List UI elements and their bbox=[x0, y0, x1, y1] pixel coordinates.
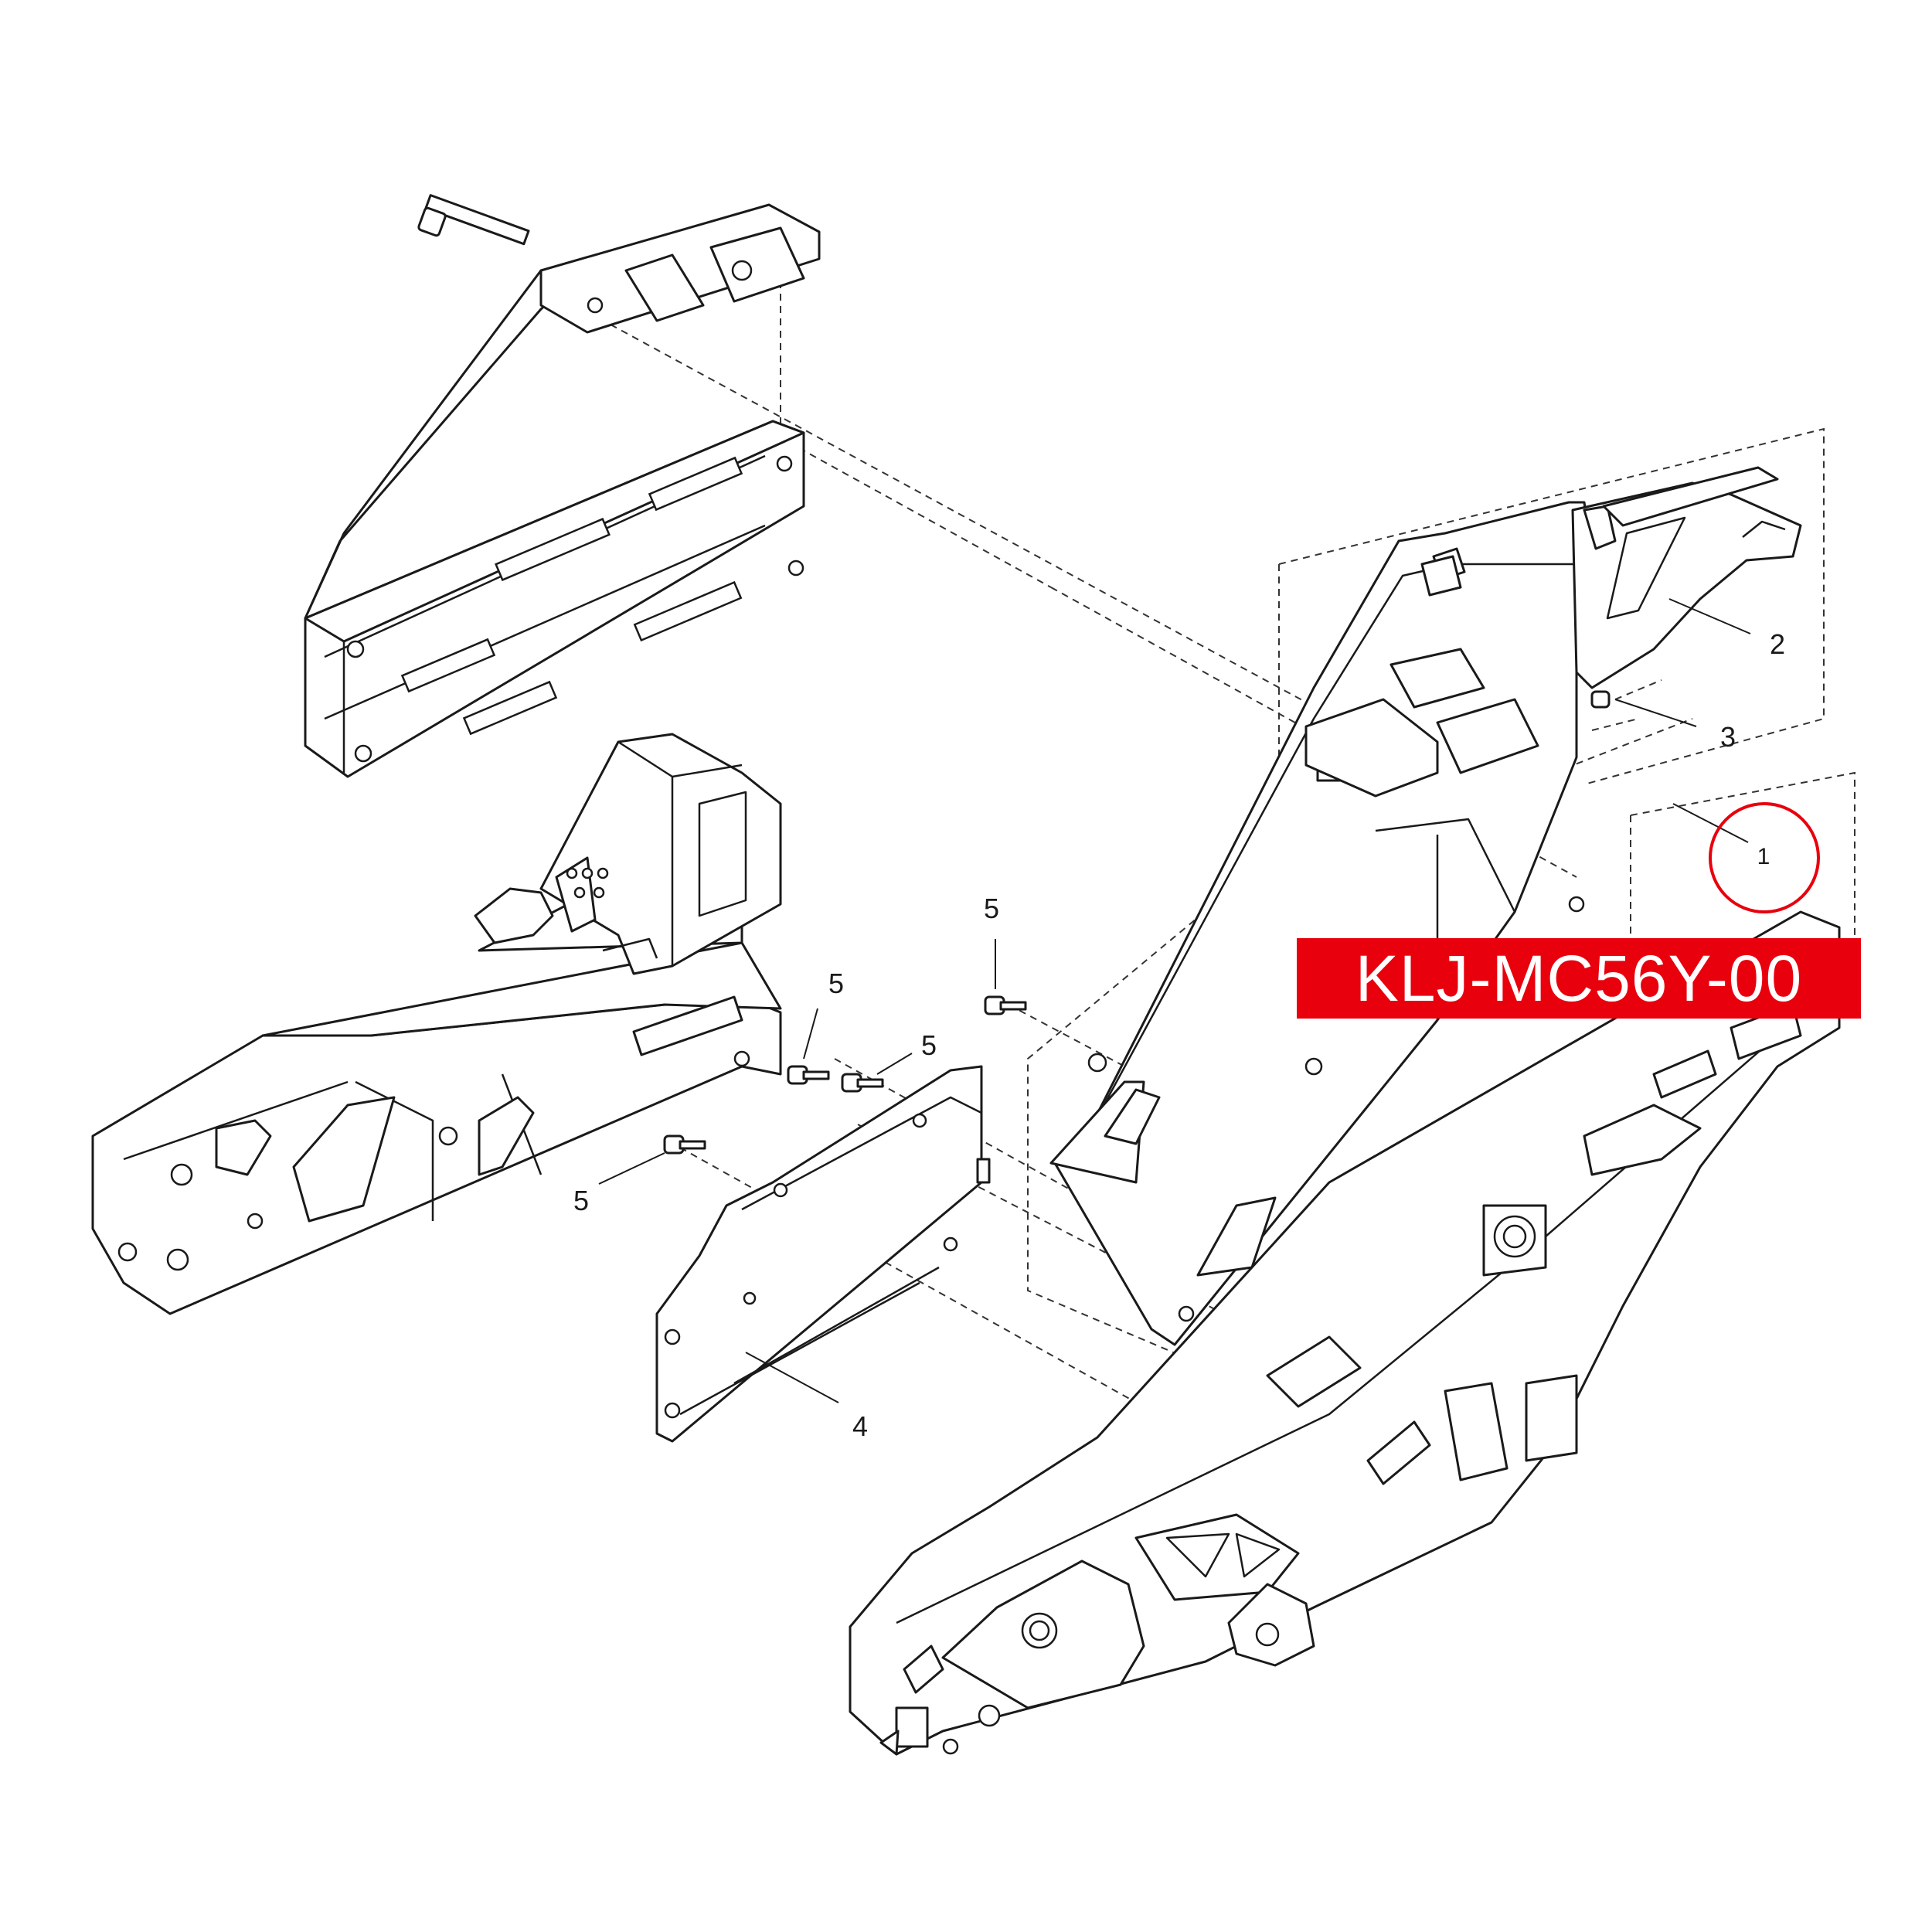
callout-5-mid: 5 bbox=[828, 968, 844, 999]
callout-5-right: 5 bbox=[921, 1029, 937, 1061]
left-body bbox=[91, 733, 782, 1315]
callout-1: 1 bbox=[1757, 844, 1770, 869]
part-number-badge: KLJ-MC56Y-00 bbox=[1297, 938, 1861, 1019]
callout-2: 2 bbox=[1770, 628, 1785, 660]
cover-plate bbox=[655, 1065, 991, 1443]
highlight-circle bbox=[1709, 802, 1820, 913]
top-bracket bbox=[304, 194, 821, 778]
leader-lines bbox=[598, 598, 1751, 1403]
callout-5-left: 5 bbox=[573, 1185, 589, 1216]
callout-5-top: 5 bbox=[984, 893, 999, 924]
callout-3: 3 bbox=[1720, 721, 1736, 753]
callout-labels: 1 2 3 4 5 5 5 5 bbox=[573, 628, 1785, 1442]
screws bbox=[663, 690, 1611, 1155]
callout-4: 4 bbox=[852, 1410, 868, 1442]
upper-right-frame bbox=[1049, 466, 1802, 1346]
